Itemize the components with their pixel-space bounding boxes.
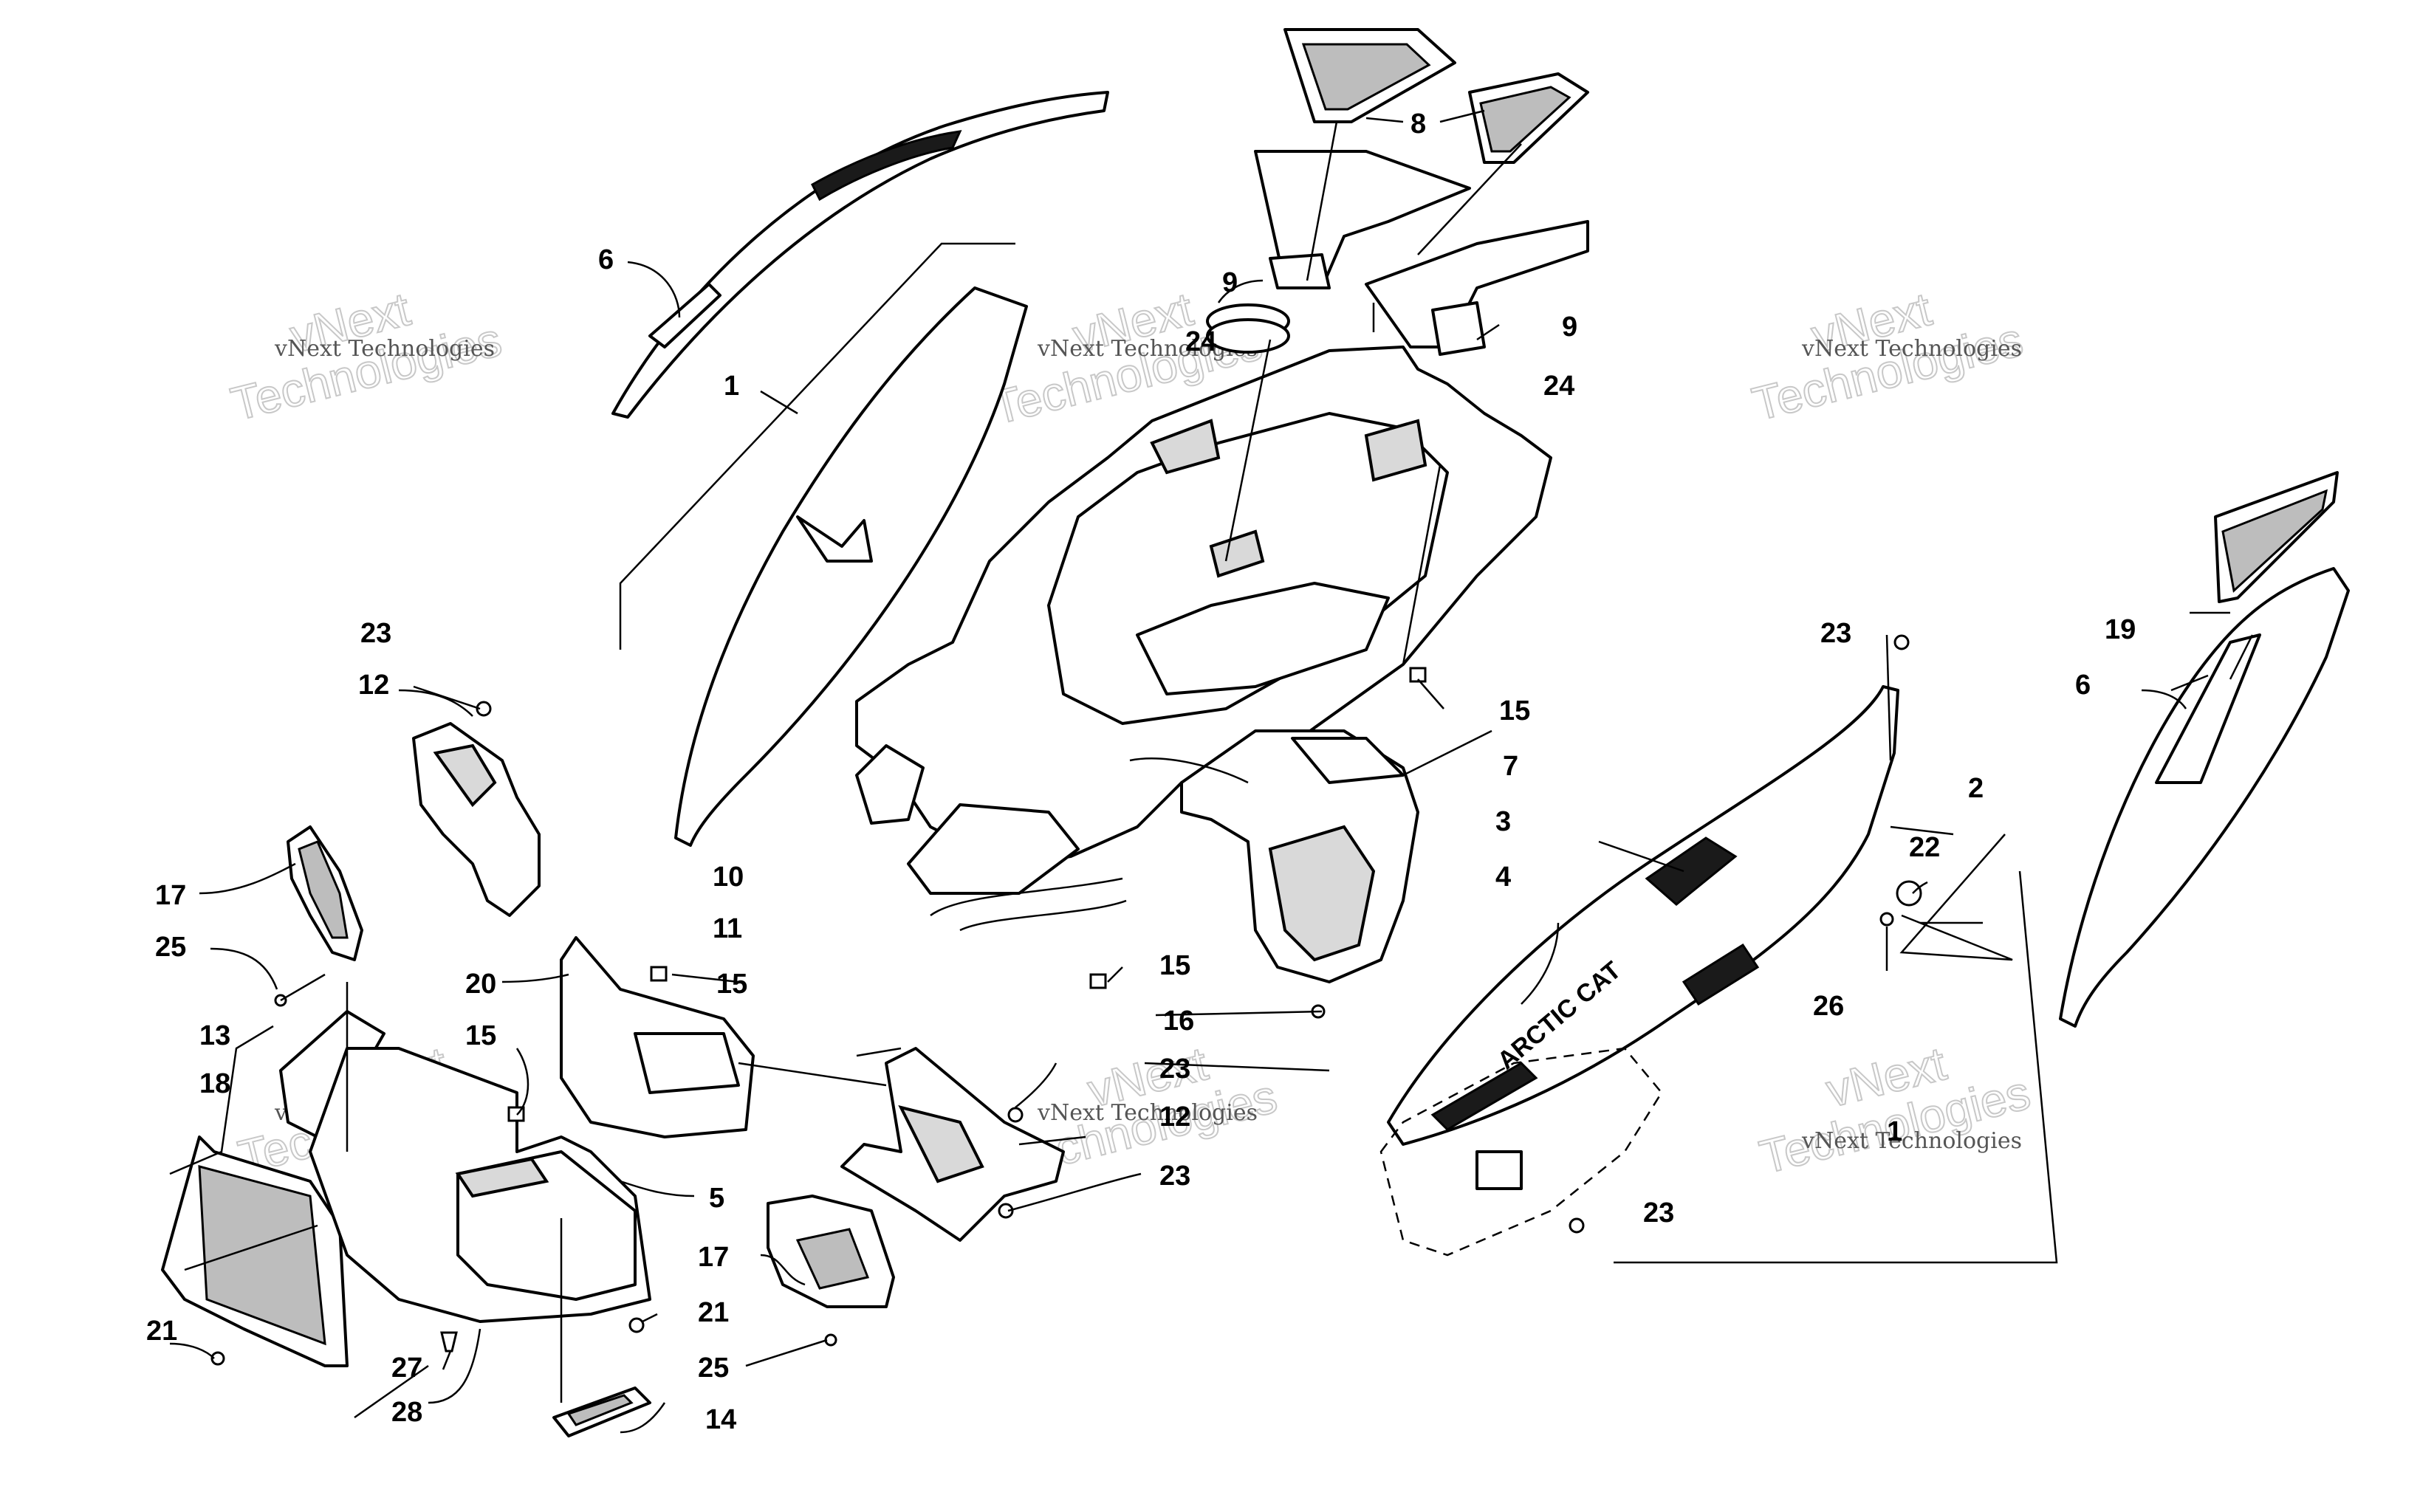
callout-6-upper: 6: [598, 244, 614, 275]
callout-24-left: 24: [1185, 326, 1216, 357]
clip-15-b: [650, 966, 668, 982]
callout-9-right: 9: [1562, 312, 1577, 343]
part-9-air-duct-right: [1365, 220, 1589, 356]
callout-4: 4: [1495, 862, 1511, 893]
callout-15-lower: 15: [1159, 950, 1190, 981]
callout-2: 2: [1968, 773, 1984, 804]
callout-27: 27: [391, 1353, 422, 1384]
part-12-bracket-center: [840, 1047, 1065, 1242]
callout-23-center: 23: [1159, 1054, 1190, 1085]
part-2-right-side-panel: ARCTIC CAT: [1387, 685, 1899, 1146]
callout-23-center-lower: 23: [1159, 1161, 1190, 1192]
part-17-grille-center: [767, 1195, 895, 1308]
callout-1-right: 1: [1887, 1116, 1902, 1147]
callout-3: 3: [1495, 806, 1511, 837]
fastener-22: [1896, 880, 1922, 907]
clip-15-a: [1409, 667, 1427, 683]
fastener-27: [440, 1331, 458, 1353]
fastener-25-b: [824, 1333, 837, 1347]
callout-9-left: 9: [1222, 267, 1238, 298]
watermark-top-left: vNext Technologies vNext Technologies: [225, 281, 507, 431]
callout-1-left: 1: [724, 371, 739, 402]
watermark-company-1: vNext Technologies: [274, 336, 495, 362]
main-hood-body: [855, 346, 1552, 895]
hidden-bracket-outline: [1379, 1047, 1663, 1257]
callout-labels: 6 1 8 9 9 24 24 15 7 3 2 4 22 26 23 1 23…: [146, 109, 2136, 1435]
callout-23-right: 23: [1820, 618, 1851, 649]
callout-7: 7: [1503, 751, 1518, 782]
clip-15-c: [1089, 973, 1107, 989]
callout-22: 22: [1909, 832, 1940, 863]
callout-23-left: 23: [360, 618, 391, 649]
watermark-company-6: vNext Technologies: [1801, 1128, 2022, 1154]
part-6-right-side-cover: [2059, 567, 2350, 1028]
callout-13: 13: [199, 1020, 230, 1051]
part-24-grommet-left: [1206, 303, 1290, 354]
callout-12-left: 12: [358, 670, 389, 701]
fastener-21-a: [210, 1351, 225, 1366]
callout-25-left: 25: [155, 932, 186, 963]
callout-5: 5: [709, 1183, 724, 1214]
part-20-inner-bracket: [560, 936, 755, 1138]
callout-17-left: 17: [155, 880, 186, 911]
part-1-left-side-panel: [674, 286, 1028, 847]
part-19-vent-grille-right: [2214, 471, 2339, 603]
part-6-windshield-trim: [611, 91, 1109, 419]
fastener-23-e: [1569, 1217, 1585, 1234]
callout-6-right: 6: [2075, 670, 2091, 701]
part-8-vent-grille-left: [1283, 28, 1456, 123]
part-9-air-duct-left: [1254, 150, 1471, 289]
leader-lines: [169, 109, 2254, 1434]
callout-28: 28: [391, 1397, 422, 1428]
part-12-bracket-left: [412, 722, 541, 917]
callout-19: 19: [2105, 614, 2136, 645]
part-5-front-lower-panel: [309, 1047, 651, 1323]
fastener-21-b: [628, 1317, 645, 1333]
part-7-inner-duct: [1180, 729, 1419, 983]
callout-20: 20: [465, 969, 496, 1000]
callout-15-center: 15: [716, 969, 747, 1000]
callout-15-left: 15: [465, 1020, 496, 1051]
callout-11: 11: [713, 913, 742, 944]
fastener-23-a: [476, 701, 492, 717]
fastener-23-b: [1893, 634, 1910, 650]
fastener-23-d: [998, 1203, 1014, 1219]
callout-12-center: 12: [1159, 1102, 1190, 1133]
callout-17-center: 17: [698, 1242, 729, 1273]
fastener-26: [1879, 912, 1894, 927]
watermark-top-right: vNext Technologies vNext Technologies: [1747, 281, 2029, 431]
part-8-vent-grille-right: [1468, 72, 1589, 164]
watermark-company-3: vNext Technologies: [1801, 336, 2022, 362]
part-17-grille-left: [287, 825, 363, 961]
fastener-23-c: [1007, 1107, 1024, 1123]
callout-8: 8: [1410, 109, 1426, 140]
part-13-lower-grille-panel: [161, 1135, 349, 1367]
callout-21-left: 21: [146, 1316, 177, 1347]
callout-16: 16: [1163, 1006, 1194, 1037]
callout-25-center: 25: [698, 1353, 729, 1384]
callout-18: 18: [199, 1068, 230, 1099]
part-14-small-decal: [552, 1386, 651, 1437]
callout-10: 10: [713, 862, 744, 893]
callout-14: 14: [705, 1404, 736, 1435]
callout-21-center: 21: [698, 1297, 729, 1328]
callout-15-right: 15: [1499, 695, 1530, 726]
callout-23-bottom-right: 23: [1643, 1197, 1674, 1228]
callout-24-right: 24: [1543, 371, 1574, 402]
callout-26: 26: [1813, 991, 1844, 1022]
watermark-bottom-right: vNext Technologies vNext Technologies: [1754, 1036, 2036, 1184]
watermark-company-5: vNext Technologies: [1037, 1100, 1258, 1126]
